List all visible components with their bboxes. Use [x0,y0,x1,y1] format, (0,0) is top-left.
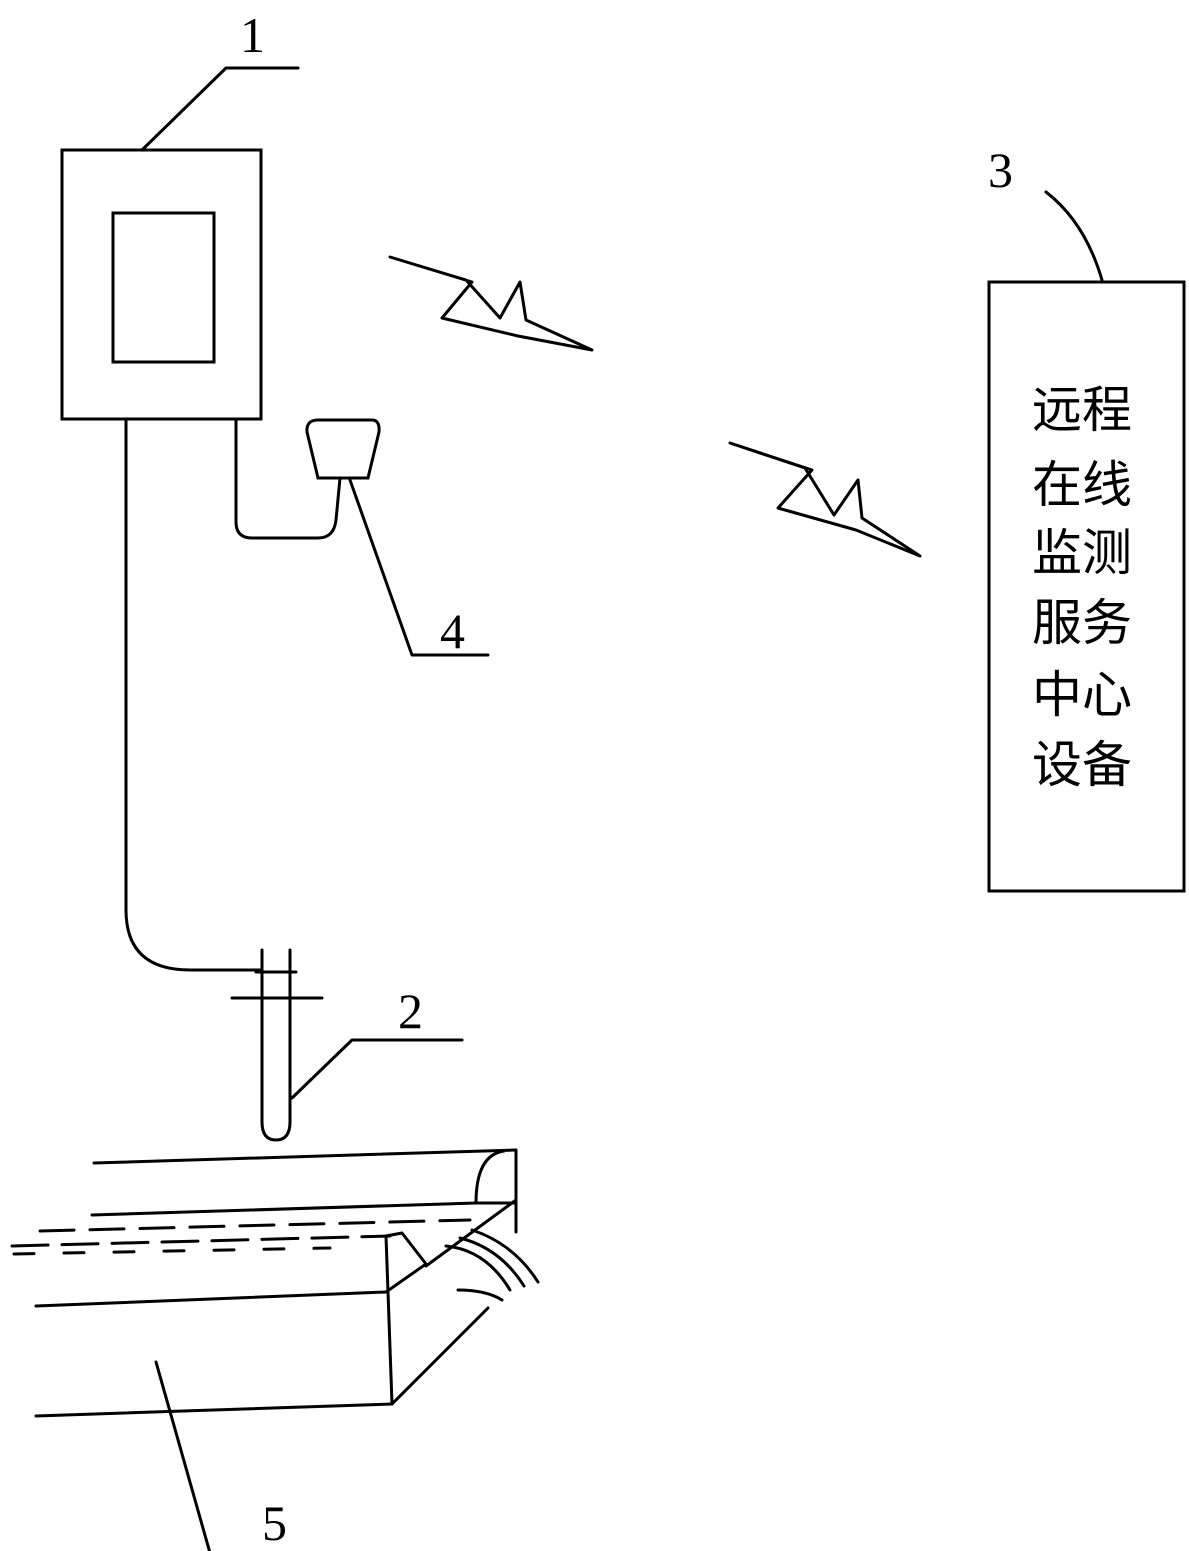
server-text-line-4: 服务 [1032,594,1132,652]
channel-front-top [34,1290,388,1308]
remote-server-title: 远程 在线 监测 服务 中心 设备 [1032,381,1132,794]
channel-weir-edge [424,1198,518,1268]
water-flow-3 [470,1228,540,1284]
leader-line-2 [290,1038,464,1100]
water-channel [10,1148,540,1418]
channel-front-bottom [34,1402,394,1418]
server-text-line-1: 远程 [1032,381,1132,439]
channel-end-arc [474,1149,506,1205]
remote-server-box [987,280,1186,893]
terminal-screen [111,211,216,364]
label-4: 4 [440,603,465,659]
channel-top-edge [92,1148,518,1165]
wireless-signal-icon-upper [388,255,594,352]
water-flow-2 [458,1236,526,1288]
server-text-line-3: 监测 [1032,524,1132,582]
water-surface-1 [10,1234,392,1248]
label-5: 5 [262,1495,287,1551]
sensor-probe [230,948,324,1142]
server-text-line-2: 在线 [1032,456,1132,514]
leader-line-5 [154,1360,212,1551]
sensor-cable [124,418,264,972]
leader-line-4 [348,478,490,657]
water-surface-2 [38,1218,472,1233]
leader-line-1 [140,66,300,152]
terminal-device [60,148,263,421]
channel-back-edge [90,1201,478,1217]
label-3: 3 [988,142,1013,198]
antenna-body [305,418,381,480]
channel-notch [384,1231,428,1294]
water-flow-4 [456,1288,504,1302]
server-text-line-6: 设备 [1032,736,1132,794]
antenna [234,418,381,540]
antenna-cable [234,418,342,540]
leader-line-3 [1044,190,1104,282]
wireless-signal-icon-lower [728,441,922,558]
sensor-tube [260,948,292,1142]
label-2: 2 [398,983,423,1039]
channel-side-edge [390,1306,490,1406]
label-1: 1 [240,7,265,63]
channel-front-vertical [384,1234,394,1406]
water-flow-1 [444,1244,512,1292]
water-surface-3 [12,1246,332,1256]
server-text-line-5: 中心 [1032,666,1132,724]
